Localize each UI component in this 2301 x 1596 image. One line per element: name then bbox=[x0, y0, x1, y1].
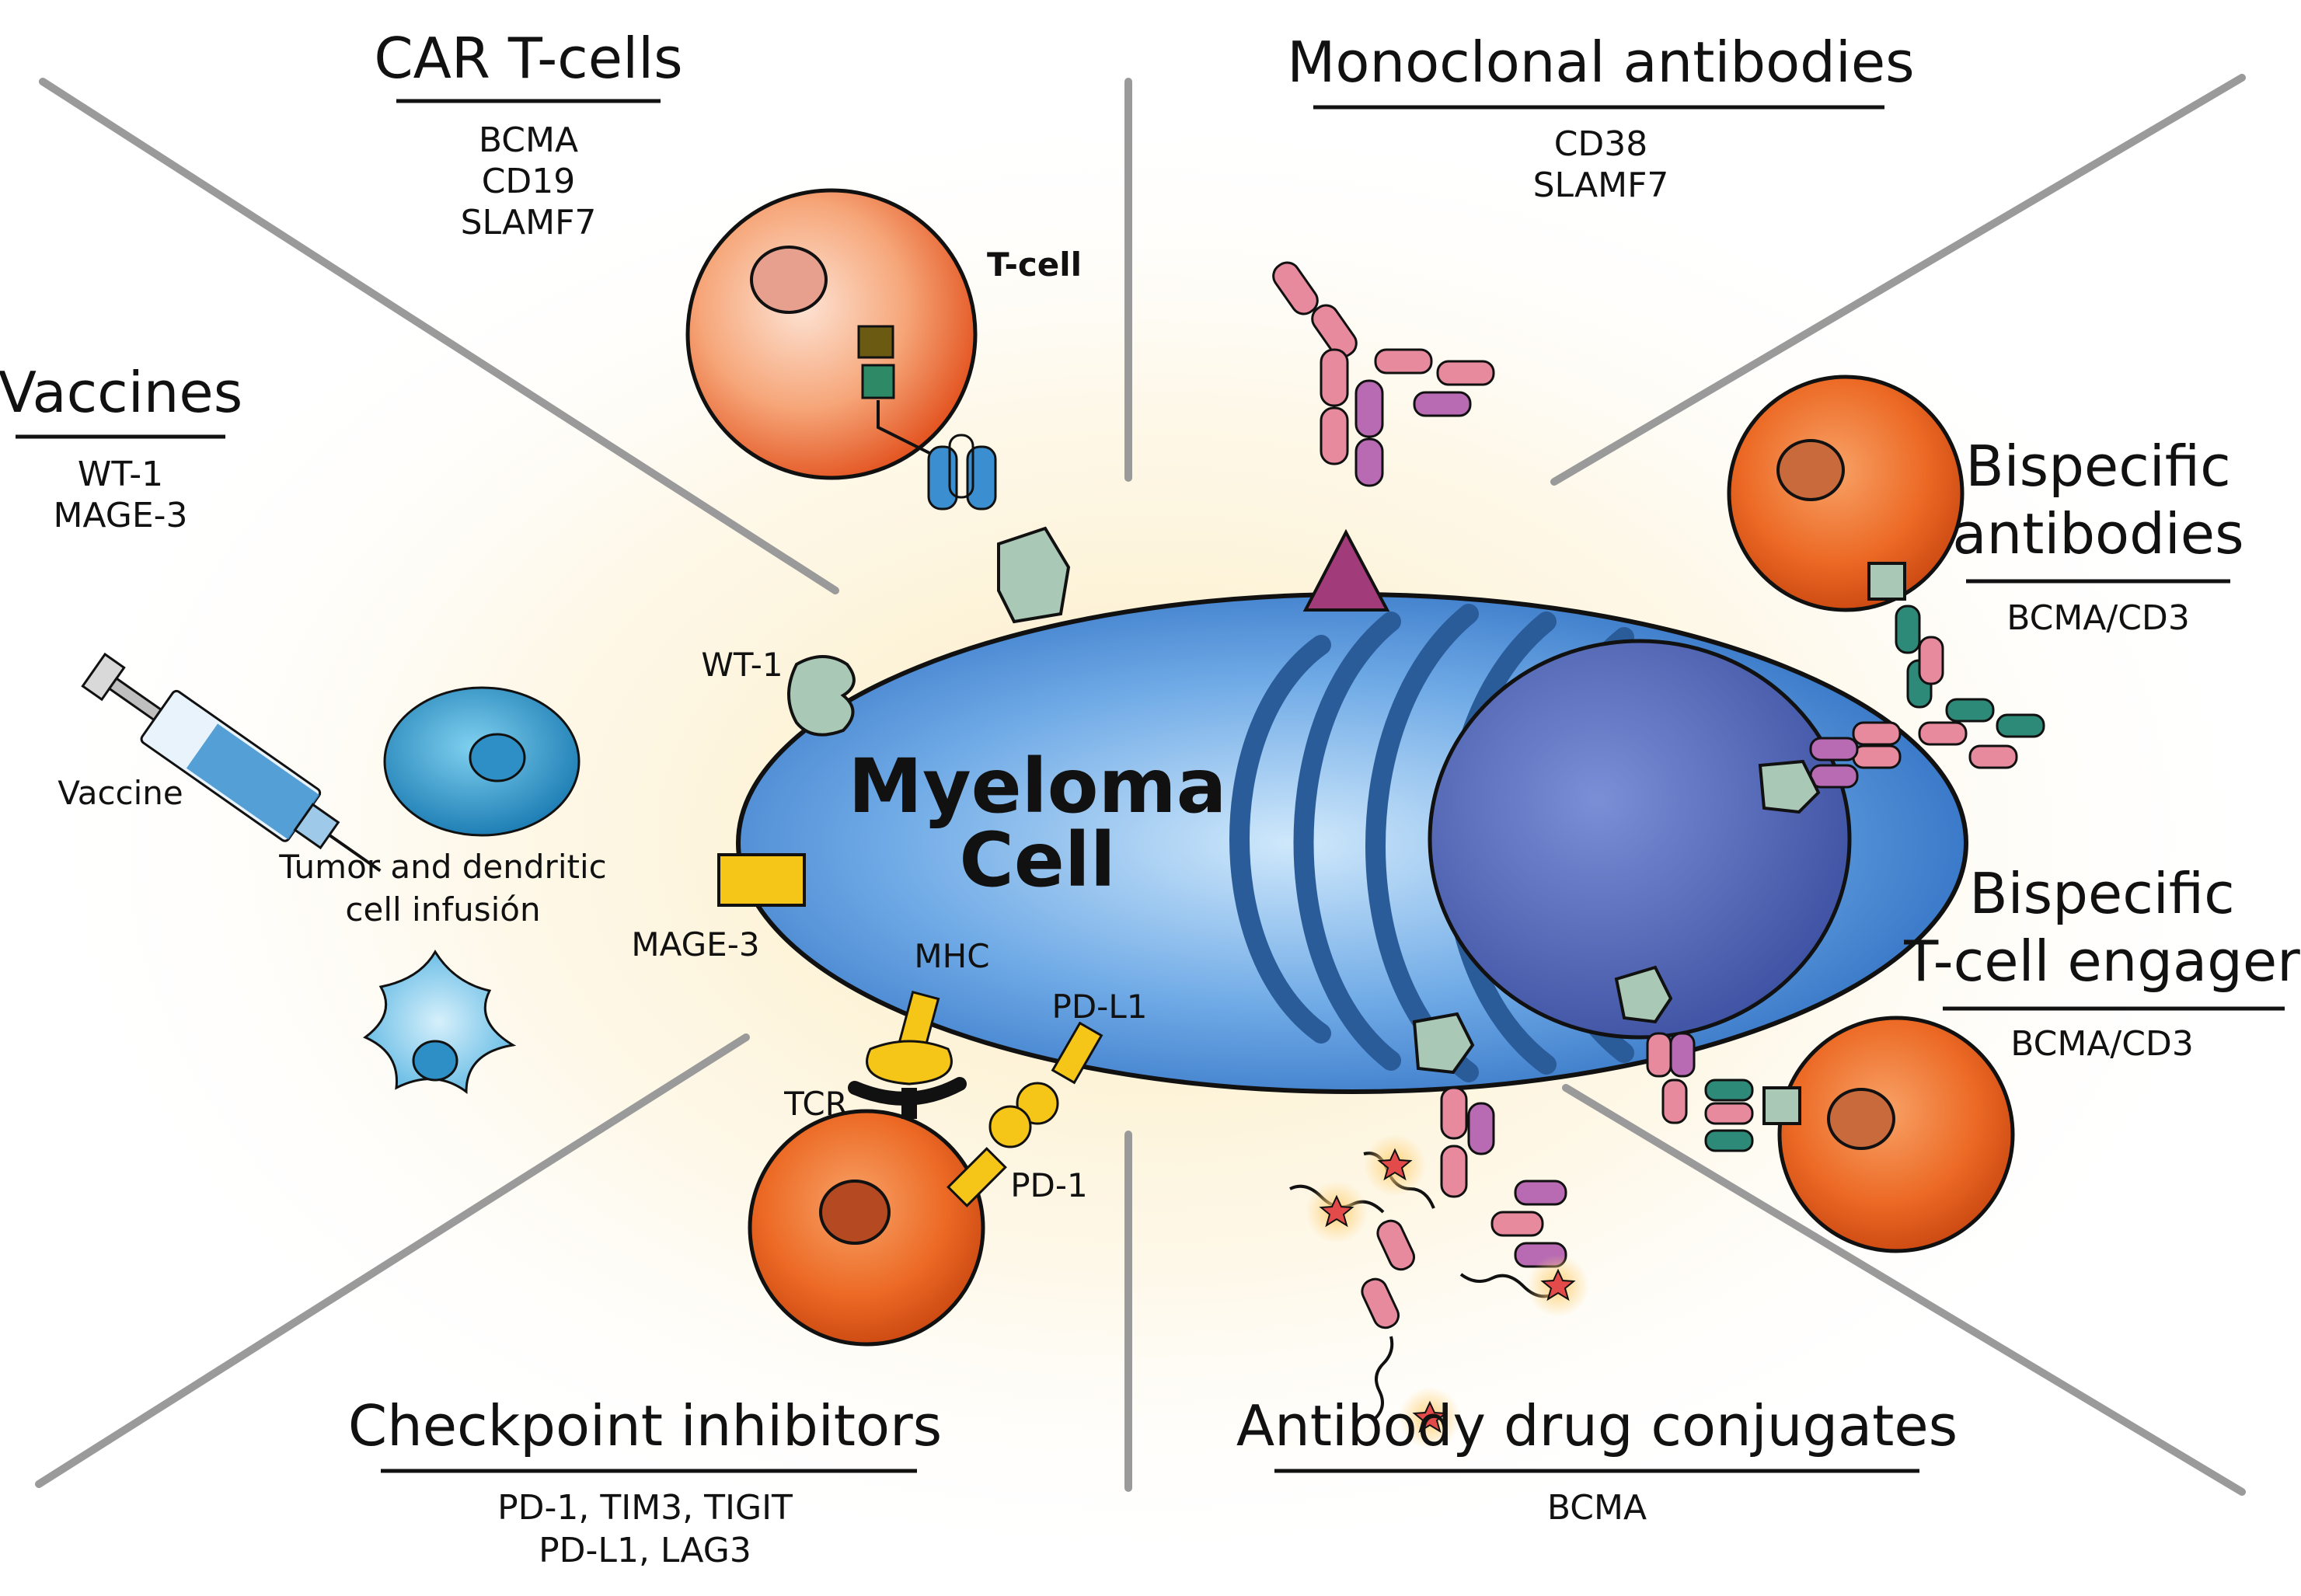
tcr-label: TCR bbox=[783, 1085, 848, 1123]
cd38-antigen-icon bbox=[1302, 528, 1390, 612]
tumor-label-line1: Tumor and dendritic bbox=[278, 848, 606, 886]
tumor-label-line2: cell infusión bbox=[345, 890, 540, 929]
tumor-cell-nucleus-icon bbox=[469, 733, 526, 782]
bispecific-antibody-icon bbox=[1809, 605, 2045, 789]
car-target-2: CD19 bbox=[482, 162, 576, 201]
pd-l1-icon bbox=[1051, 1021, 1103, 1085]
mage-3-label: MAGE-3 bbox=[631, 925, 759, 964]
mab-target-2: SLAMF7 bbox=[1533, 166, 1669, 205]
divider-bottom-left bbox=[35, 1033, 750, 1488]
myeloma-title-line1: Myeloma bbox=[849, 743, 1227, 830]
mhc-label: MHC bbox=[914, 937, 989, 975]
bite-title-line2: T-cell engager bbox=[1903, 929, 2300, 994]
mhc-peptide-icon bbox=[866, 1040, 953, 1085]
mab-target-1: CD38 bbox=[1554, 124, 1648, 164]
t-cell-label: T-cell bbox=[987, 246, 1082, 284]
bispecific-antibodies-title-line2: antibodies bbox=[1952, 501, 2243, 566]
pd-1-head-icon bbox=[988, 1105, 1032, 1148]
bcma-antigen-bispecific-icon bbox=[1758, 759, 1821, 814]
divider-top-right bbox=[1550, 74, 2246, 486]
section-dividers bbox=[35, 74, 2246, 1496]
checkpoint-t-cell-nucleus bbox=[819, 1180, 891, 1245]
checkpoint-target-2: PD-L1, LAG3 bbox=[539, 1531, 751, 1570]
bispecific-ab-target-1: BCMA/CD3 bbox=[2006, 598, 2190, 638]
adc-title: Antibody drug conjugates bbox=[1236, 1393, 1958, 1458]
tcr-stem-icon bbox=[901, 1088, 917, 1119]
dendritic-cell-nucleus-icon bbox=[412, 1040, 458, 1082]
checkpoint-target-1: PD-1, TIM3, TIGIT bbox=[497, 1488, 793, 1528]
car-t-cell-nucleus bbox=[750, 246, 828, 314]
vaccines-target-2: MAGE-3 bbox=[53, 496, 187, 535]
myeloma-cell: Myeloma Cell bbox=[736, 592, 1968, 1094]
myeloma-nucleus bbox=[1428, 639, 1852, 1040]
pd-l1-label: PD-L1 bbox=[1052, 988, 1148, 1026]
car-signal-domain-icon bbox=[857, 325, 894, 359]
checkpoint-inhibitors-title: Checkpoint inhibitors bbox=[348, 1393, 942, 1458]
bcma-antigen-bite-icon bbox=[1614, 965, 1673, 1024]
bispecific-t-cell-nucleus bbox=[1776, 439, 1845, 501]
adc-antibody-icon bbox=[1289, 1086, 1589, 1449]
pd-l1-head-icon bbox=[1016, 1082, 1059, 1125]
car-target-1: BCMA bbox=[479, 120, 578, 160]
monoclonal-antibodies-title: Monoclonal antibodies bbox=[1287, 30, 1914, 95]
divider-top-left bbox=[39, 78, 839, 594]
myeloma-title-line2: Cell bbox=[959, 817, 1115, 904]
car-target-3: SLAMF7 bbox=[461, 203, 597, 242]
dendritic-cell-icon bbox=[363, 950, 517, 1094]
bite-target-1: BCMA/CD3 bbox=[2010, 1024, 2194, 1064]
wt-1-label: WT-1 bbox=[701, 646, 783, 684]
car-t-cell: T-cell bbox=[685, 188, 1082, 511]
divider-bottom-right bbox=[1562, 1084, 2246, 1496]
bispecific-antibodies-title-line1: Bispecific bbox=[1965, 434, 2230, 499]
pd-1-icon bbox=[947, 1147, 1007, 1207]
bcma-antigen-car-icon bbox=[997, 526, 1071, 624]
bite-title-line1: Bispecific bbox=[1969, 861, 2234, 926]
bite-t-cell-body bbox=[1777, 1016, 2015, 1253]
car-scfv-icon bbox=[966, 445, 997, 511]
bite-molecule-icon bbox=[1646, 1032, 1754, 1152]
bispecific-t-cell-body bbox=[1727, 375, 1965, 612]
drug-payload-icons bbox=[1306, 1134, 1589, 1449]
bispecific-antibody-t-cell bbox=[1727, 375, 1965, 612]
bcma-antigen-adc-icon bbox=[1412, 1012, 1475, 1075]
car-scfv-icon bbox=[927, 445, 958, 511]
vaccines-target-1: WT-1 bbox=[78, 455, 163, 494]
cd3-receptor-icon bbox=[1867, 562, 1906, 601]
car-t-cells-title: CAR T-cells bbox=[374, 26, 682, 91]
car-costim-domain-icon bbox=[861, 364, 895, 399]
car-t-cell-body bbox=[685, 188, 978, 480]
bite-t-cell-nucleus bbox=[1827, 1088, 1895, 1150]
checkpoint-t-cell bbox=[748, 1109, 985, 1347]
cd3-receptor-bite-icon bbox=[1762, 1086, 1801, 1125]
vaccine-label: Vaccine bbox=[58, 774, 183, 812]
monoclonal-antibody-icon bbox=[1272, 261, 1495, 487]
wt-1-antigen-icon bbox=[787, 655, 856, 737]
adc-target-1: BCMA bbox=[1547, 1488, 1647, 1528]
syringe-icon bbox=[81, 652, 382, 873]
bite-t-cell bbox=[1777, 1016, 2015, 1253]
mage-3-antigen-icon bbox=[717, 853, 806, 907]
pd-1-label: PD-1 bbox=[1010, 1166, 1088, 1204]
vaccines-title: Vaccines bbox=[0, 360, 242, 425]
